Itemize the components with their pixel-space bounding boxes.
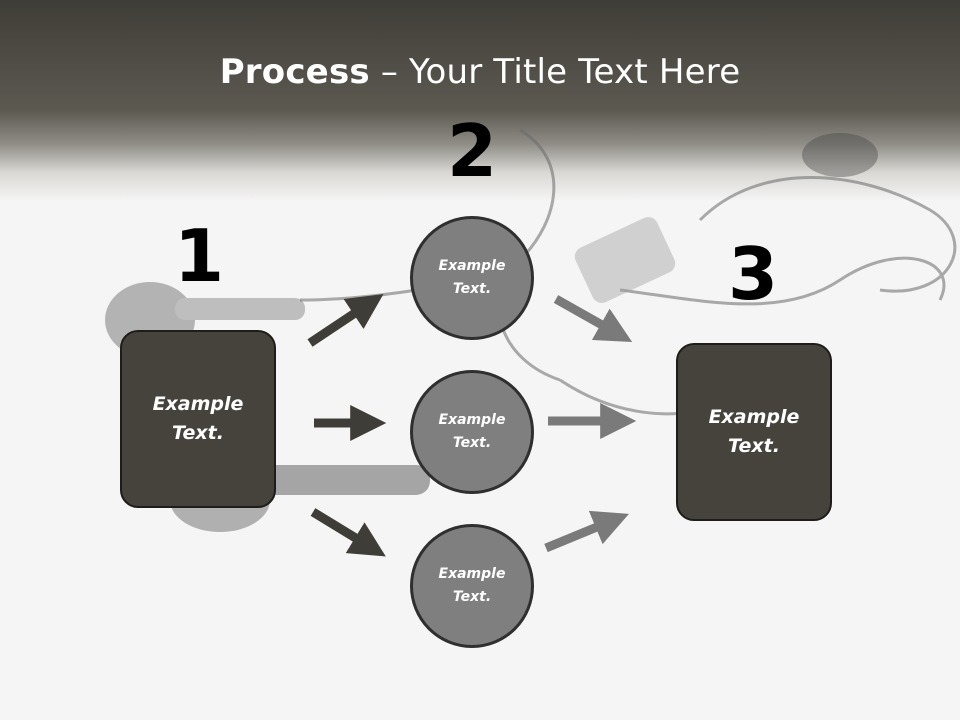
arrow-left-to-top [307,294,384,347]
circle-middle-line1: Example [438,412,506,428]
circle-bottom-line1: Example [438,566,506,582]
circle-middle: Example Text. [410,370,534,494]
step-1-text-line2: Text. [172,422,224,444]
circle-top: Example Text. [410,216,534,340]
step-3-box: Example Text. [676,343,832,521]
circle-bottom-line2: Text. [452,589,492,605]
circle-middle-line2: Text. [452,435,492,451]
circle-top-line1: Example [438,258,506,274]
arrow-bottom-to-right [544,510,629,553]
title-rest: – Your Title Text Here [369,52,741,92]
step-3-text-line2: Text. [728,435,780,457]
step-number-1: 1 [173,214,225,298]
arrow-top-to-right [553,295,633,342]
step-1-text-line1: Example [152,393,244,415]
step-number-3: 3 [727,232,779,316]
title-bold: Process [219,52,370,92]
circle-top-line2: Text. [452,281,492,297]
arrow-left-to-bottom [310,508,386,557]
step-1-box: Example Text. [120,330,276,508]
step-3-text-line1: Example [708,406,800,428]
step-number-2: 2 [446,109,498,193]
circle-bottom: Example Text. [410,524,534,648]
page-title: Process – Your Title Text Here [0,52,960,92]
